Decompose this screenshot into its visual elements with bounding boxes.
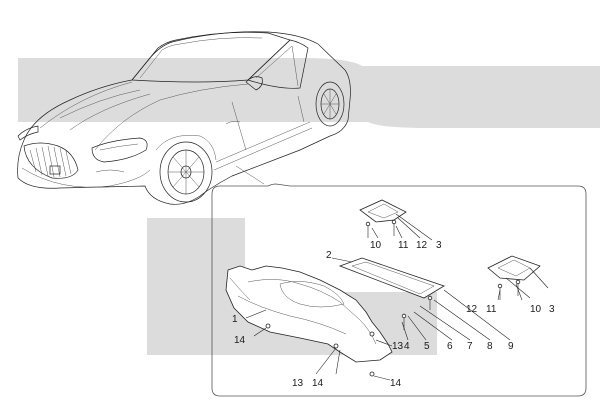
parts-group — [225, 199, 549, 381]
callout-6: 6 — [447, 341, 453, 352]
callout-14-left: 14 — [234, 335, 246, 346]
fasteners — [265, 219, 521, 377]
callout-13-bottom: 13 — [292, 378, 304, 389]
bracket-right — [487, 255, 541, 281]
callout-3-right: 3 — [549, 304, 555, 315]
callout-11-top: 11 — [398, 240, 409, 251]
callout-labels: 1 2 3 3 4 5 6 7 8 9 10 10 11 11 12 12 13… — [232, 240, 555, 389]
callout-10-right: 10 — [530, 304, 542, 315]
callout-8: 8 — [487, 341, 493, 352]
callout-2: 2 — [326, 250, 332, 261]
callout-1: 1 — [232, 314, 238, 325]
callout-14-bottom-b: 14 — [390, 378, 402, 389]
callout-11-right: 11 — [486, 304, 497, 315]
callout-14-bottom-a: 14 — [312, 378, 324, 389]
callout-5: 5 — [424, 341, 430, 352]
car-illustration — [17, 31, 351, 205]
callout-7: 7 — [467, 341, 473, 352]
callout-9: 9 — [508, 341, 514, 352]
underbody-shield — [225, 265, 393, 363]
callout-10-top: 10 — [370, 240, 382, 251]
callout-3-top: 3 — [436, 240, 442, 251]
callout-12-top: 12 — [416, 240, 428, 251]
leader-lines — [245, 213, 549, 381]
flat-panel — [338, 257, 445, 299]
detail-panel-border — [211, 183, 587, 397]
callout-13-right: 13 — [392, 341, 404, 352]
callout-12-right: 12 — [466, 304, 478, 315]
bracket-top — [359, 199, 407, 223]
callout-4: 4 — [404, 341, 410, 352]
